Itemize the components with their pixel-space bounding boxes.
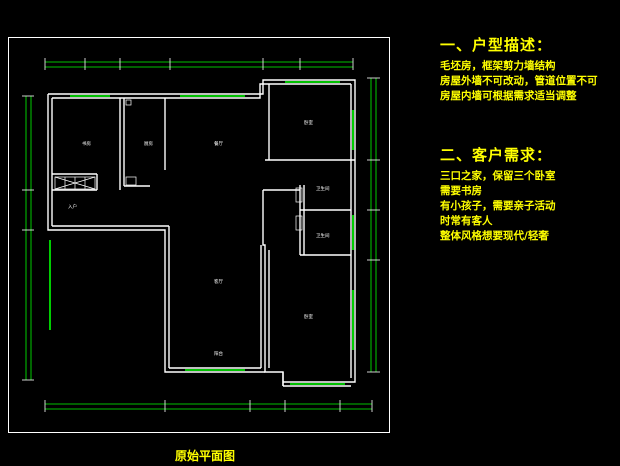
section2-line: 整体风格想要现代/轻奢 <box>440 230 549 242</box>
drawing-frame <box>8 37 390 433</box>
section2-title: 二、客户需求： <box>440 146 553 164</box>
room-label-dining: 餐厅 <box>214 140 223 147</box>
section1-title: 一、户型描述： <box>440 36 553 54</box>
dimension-ticks <box>22 58 380 412</box>
room-label-bath-1: 卫生间 <box>316 185 330 192</box>
notes-panel: 一、户型描述： 毛坯房，框架剪力墙结构 房屋外墙不可改动，管道位置不可 房屋内墙… <box>440 34 620 244</box>
section1-line: 毛坯房，框架剪力墙结构 <box>440 60 556 72</box>
section2-line: 需要书房 <box>440 185 482 197</box>
room-label-kitchen: 厨房 <box>144 140 153 147</box>
section1-line: 房屋外墙不可改动，管道位置不可 <box>440 75 598 87</box>
room-labels: 书房 厨房 餐厅 卧室 卫生间 卫生间 入户 客厅 阳台 卧室 <box>68 119 330 357</box>
room-label-entry: 入户 <box>68 203 77 210</box>
windows <box>49 81 354 385</box>
room-label-bath-2: 卫生间 <box>316 232 330 239</box>
room-label-bedroom-top: 卧室 <box>304 119 313 126</box>
plan-caption: 原始平面图 <box>174 449 235 463</box>
room-label-balcony: 阳台 <box>214 350 223 357</box>
walls <box>47 79 356 387</box>
dimension-lines <box>25 61 377 410</box>
room-label-living: 客厅 <box>214 278 223 285</box>
section1-line: 房屋内墙可根据需求适当调整 <box>440 90 577 102</box>
section2-line: 有小孩子，需要亲子活动 <box>440 200 556 212</box>
section2-line: 时常有客人 <box>440 215 493 227</box>
fixtures <box>54 99 303 231</box>
room-label-study: 书房 <box>82 140 91 147</box>
room-label-bedroom-bottom: 卧室 <box>304 313 313 320</box>
section2-line: 三口之家，保留三个卧室 <box>440 170 556 182</box>
